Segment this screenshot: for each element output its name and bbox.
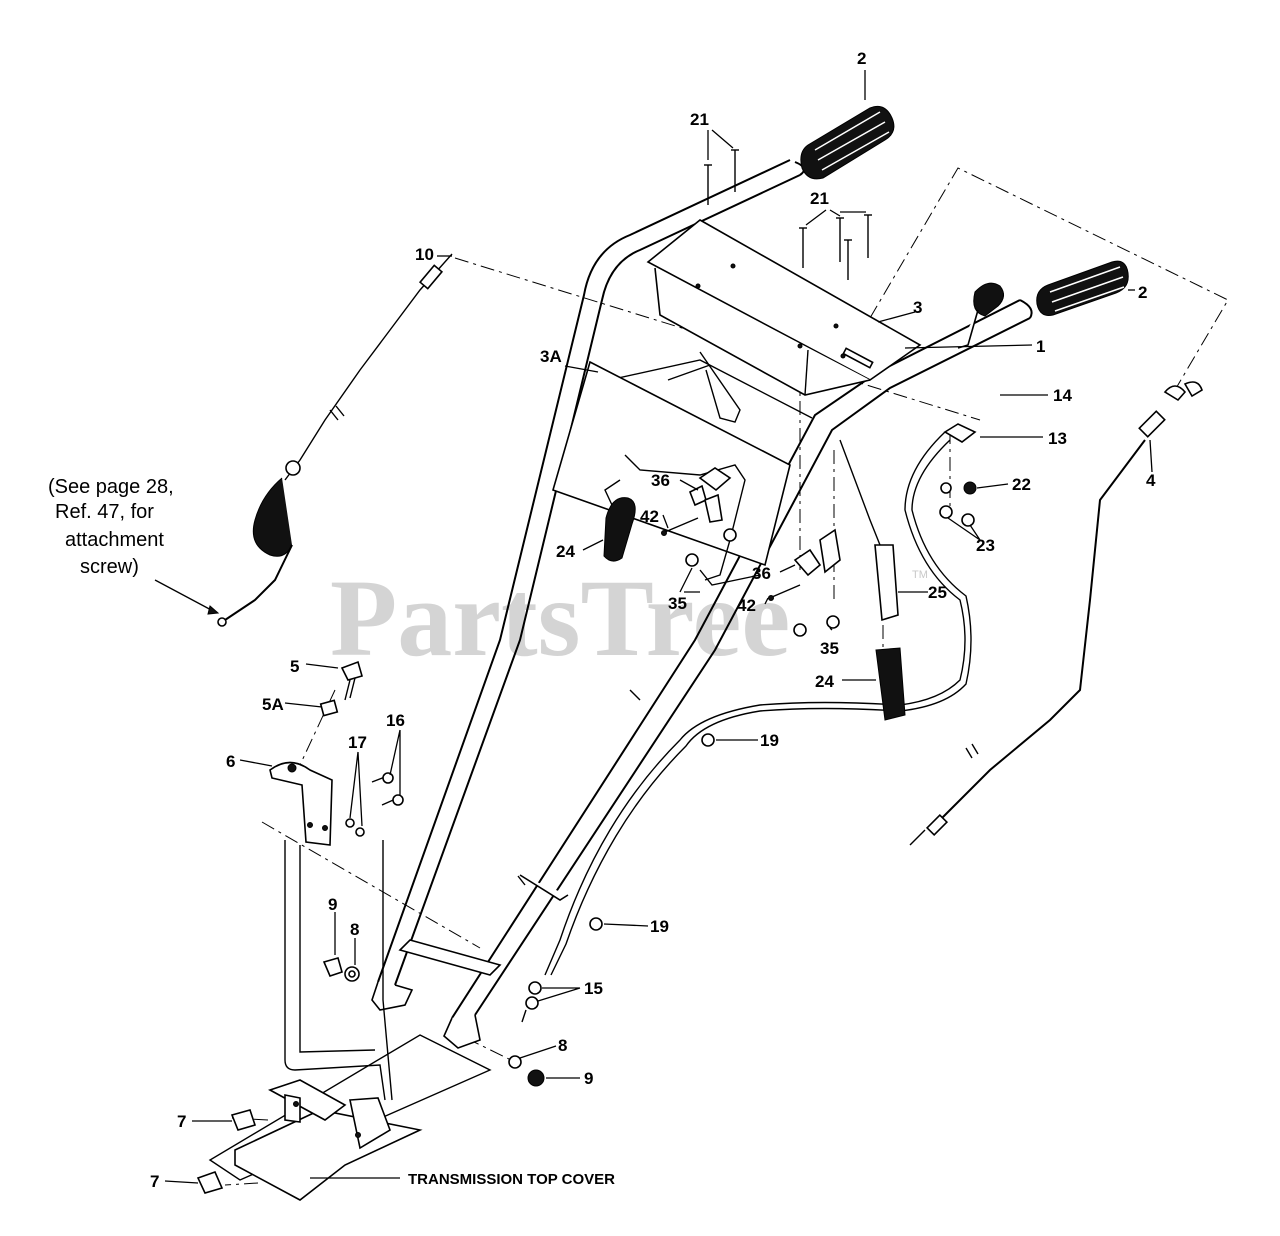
callout-19-upper: 19	[760, 731, 779, 750]
watermark: PartsTree	[330, 557, 790, 679]
throttle-control	[939, 282, 1004, 527]
handle-frame	[371, 159, 1033, 1049]
throttle-cable	[909, 381, 1203, 846]
callout-36-left: 36	[651, 471, 670, 490]
callout-23: 23	[976, 536, 995, 555]
callout-35-right: 35	[820, 639, 839, 658]
note-line-1: (See page 28,	[48, 476, 174, 498]
callout-25: 25	[928, 583, 947, 602]
callout-24-left: 24	[556, 542, 575, 561]
callout-2-lower: 2	[1138, 283, 1147, 302]
callout-2-upper: 2	[857, 49, 866, 68]
watermark-trademark: TM	[912, 569, 928, 581]
left-cable	[154, 253, 453, 627]
attachment-note: (See page 28, Ref. 47, for attachment sc…	[48, 476, 174, 578]
levers-left	[603, 454, 746, 581]
callout-36-right: 36	[752, 564, 771, 583]
levers-right	[699, 439, 906, 721]
callout-8-upper: 8	[350, 920, 359, 939]
callout-17: 17	[348, 733, 367, 752]
note-line-4: screw)	[80, 556, 139, 578]
fasteners	[322, 957, 545, 1087]
decal-panel	[552, 351, 791, 567]
callout-13: 13	[1048, 429, 1067, 448]
callout-4: 4	[1146, 471, 1156, 490]
engine-cable	[519, 431, 972, 976]
callout-21-panel: 21	[810, 189, 829, 208]
callout-6: 6	[226, 752, 235, 771]
callout-5a: 5A	[262, 695, 284, 714]
note-line-2: Ref. 47, for	[55, 501, 154, 523]
callout-9-lower: 9	[584, 1069, 593, 1088]
callout-5: 5	[290, 657, 299, 676]
transmission-cover-caption: TRANSMISSION TOP COVER	[408, 1171, 615, 1188]
control-panel	[646, 219, 922, 396]
callout-10: 10	[415, 245, 434, 264]
cable-clips	[517, 689, 715, 931]
callout-labels: 2 21 21 2 10 3 1 3A 14 13 22 4 23 36 42 …	[150, 49, 1156, 1191]
callout-21-upper: 21	[690, 110, 709, 129]
bracket-assembly	[269, 660, 404, 1101]
callout-7-lower: 7	[150, 1172, 159, 1191]
callout-22: 22	[1012, 475, 1031, 494]
callout-35-left: 35	[668, 594, 687, 613]
callout-14: 14	[1053, 386, 1072, 405]
transmission-top-cover	[196, 1034, 492, 1201]
grip-lower	[1036, 260, 1129, 316]
callout-7-upper: 7	[177, 1112, 186, 1131]
callout-16: 16	[386, 711, 405, 730]
callout-3: 3	[913, 298, 922, 317]
leader-lines	[164, 70, 1153, 1184]
grip-upper	[800, 105, 895, 180]
note-line-3: attachment	[65, 529, 164, 551]
callout-42-right: 42	[737, 596, 756, 615]
callout-8-lower: 8	[558, 1036, 567, 1055]
callout-24-right: 24	[815, 672, 834, 691]
screws-21	[704, 149, 872, 280]
callout-19-lower: 19	[650, 917, 669, 936]
callout-3a: 3A	[540, 347, 562, 366]
callout-15: 15	[584, 979, 603, 998]
callout-42-left: 42	[640, 507, 659, 526]
callout-1: 1	[1036, 337, 1045, 356]
callout-9-upper: 9	[328, 895, 337, 914]
